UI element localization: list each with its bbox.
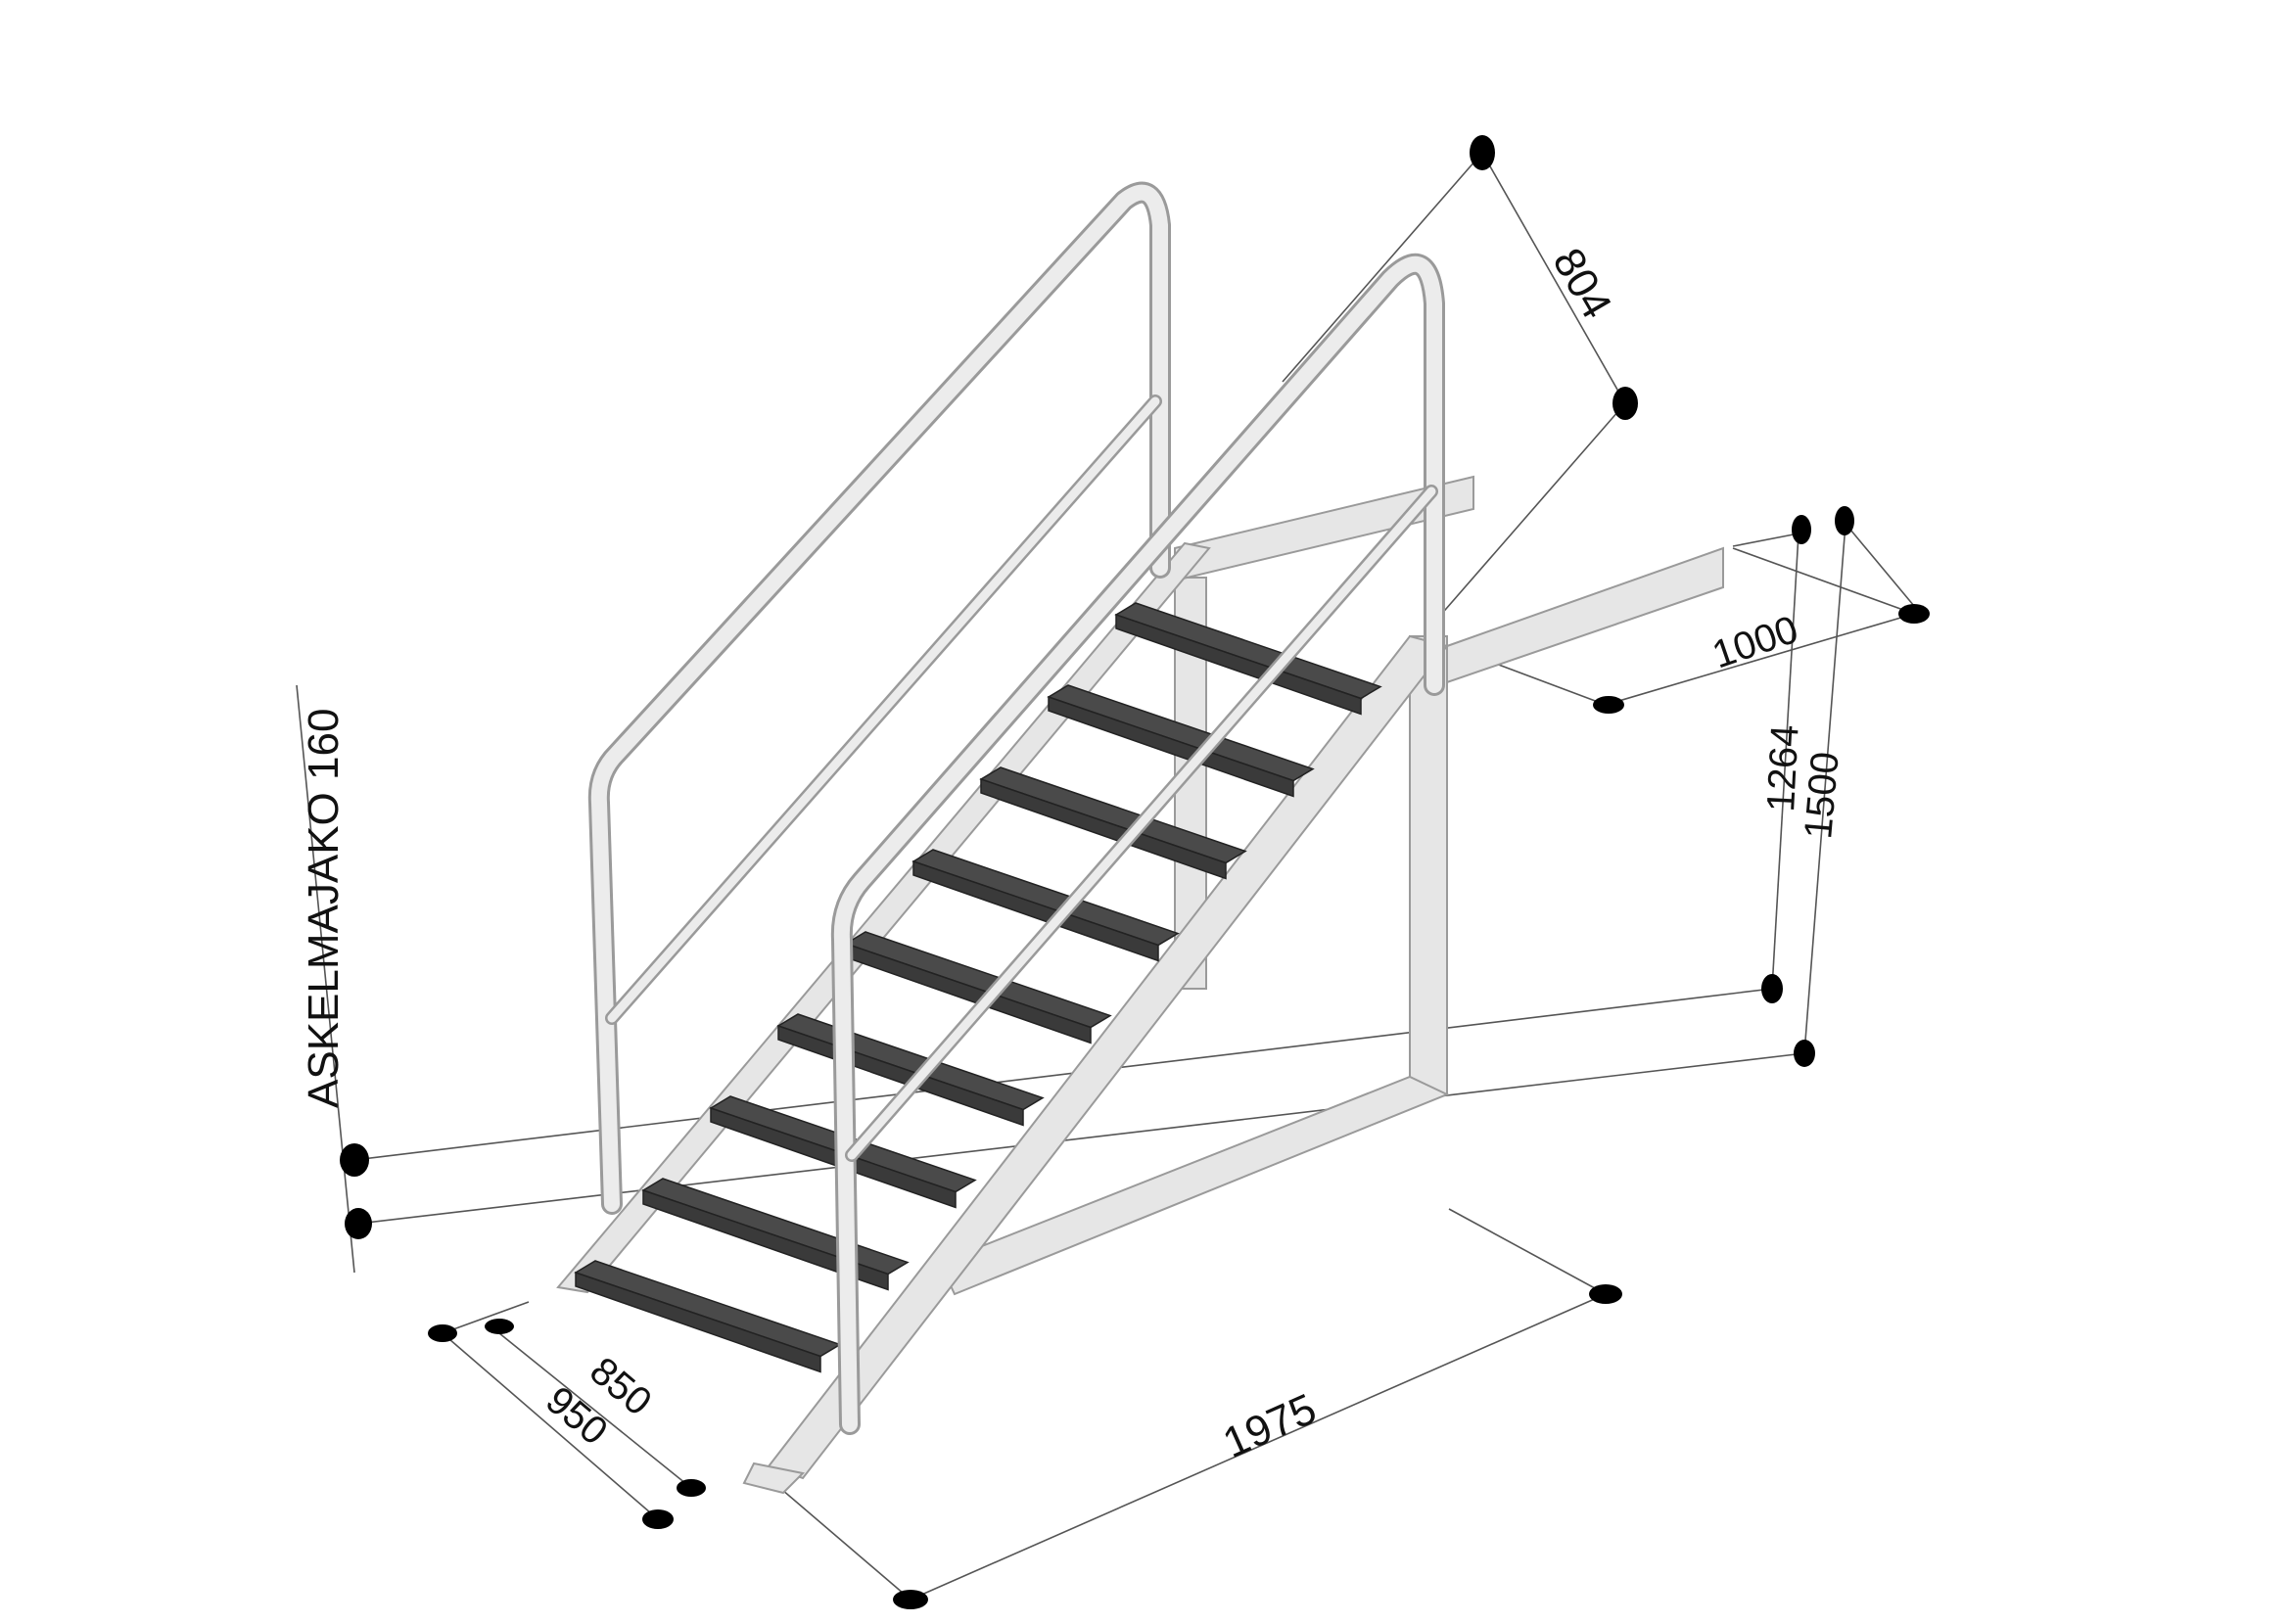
guide-line-a bbox=[353, 988, 1773, 1161]
handrails bbox=[587, 181, 1445, 1435]
dim-850-line bbox=[498, 1332, 692, 1489]
dim-pitch-line bbox=[296, 684, 355, 1274]
dot-1264-bottom bbox=[1761, 974, 1783, 1003]
tread-6-nosing bbox=[912, 859, 1159, 962]
tread-9-top bbox=[1114, 602, 1382, 700]
label-1000: 1000 bbox=[1707, 608, 1803, 677]
treads bbox=[574, 602, 1382, 1373]
dim-1975-line bbox=[910, 1293, 1607, 1601]
dot-1264-top bbox=[1792, 515, 1811, 544]
tread-1-nosing bbox=[575, 1271, 821, 1373]
dim-1500-ext bbox=[1845, 523, 1920, 613]
tread-1-top bbox=[574, 1260, 842, 1358]
front-midrail bbox=[847, 487, 1436, 1160]
guide-line-b bbox=[357, 1052, 1805, 1225]
dot-850-b bbox=[677, 1479, 706, 1497]
front-handrail bbox=[833, 255, 1442, 1432]
label-1500: 1500 bbox=[1797, 750, 1847, 840]
dim-1264-ext bbox=[1732, 533, 1799, 547]
tread-4-nosing bbox=[777, 1024, 1024, 1127]
dim-1500-line bbox=[1803, 523, 1846, 1054]
tread-2-nosing bbox=[642, 1188, 889, 1291]
dimension-labels: 804 1000 1264 1500 1975 850 950 ASKELMAJ… bbox=[300, 241, 1847, 1468]
label-step-pitch: ASKELMAJAKO 160 bbox=[300, 709, 348, 1108]
dimension-dots bbox=[340, 135, 1930, 1609]
dim-804-ext-b bbox=[1438, 402, 1626, 618]
rear-midrail bbox=[607, 396, 1160, 1023]
dot-1000-b bbox=[1593, 696, 1624, 714]
dot-pitch-b bbox=[345, 1208, 372, 1239]
tread-7-nosing bbox=[980, 777, 1227, 880]
dim-1975-ext-b bbox=[768, 1477, 911, 1601]
dot-950-b bbox=[642, 1509, 674, 1529]
label-1264: 1264 bbox=[1759, 723, 1807, 812]
dim-804-line bbox=[1481, 152, 1626, 404]
dim-1264-line bbox=[1771, 533, 1799, 990]
dot-pitch-a bbox=[340, 1143, 369, 1177]
tread-9-nosing bbox=[1115, 613, 1362, 716]
dot-1500-top bbox=[1835, 506, 1854, 535]
dim-1000-line bbox=[1605, 613, 1915, 706]
dot-804-a bbox=[1470, 135, 1495, 170]
label-1975: 1975 bbox=[1216, 1385, 1323, 1468]
dot-1500-bottom bbox=[1794, 1040, 1815, 1067]
dot-1000-a bbox=[1898, 604, 1930, 624]
dimension-lines bbox=[296, 152, 1920, 1601]
dot-1975-b bbox=[893, 1590, 928, 1609]
rear-handrail bbox=[590, 184, 1168, 1212]
base-foot bbox=[742, 1462, 806, 1495]
dim-950-ext bbox=[442, 1301, 530, 1334]
dot-804-b bbox=[1612, 387, 1638, 420]
landing-side-beam bbox=[1446, 546, 1724, 684]
dim-950-line bbox=[442, 1332, 659, 1520]
dot-950-a bbox=[428, 1324, 457, 1342]
dot-850-a bbox=[485, 1319, 514, 1334]
tread-2-top bbox=[641, 1178, 910, 1276]
dot-1975-a bbox=[1589, 1284, 1622, 1304]
rear-leg-right bbox=[1409, 635, 1448, 1095]
dim-1000-ext-a bbox=[1732, 547, 1915, 615]
dim-804-ext-a bbox=[1282, 152, 1483, 383]
dim-1975-ext-a bbox=[1448, 1208, 1607, 1295]
tread-3-nosing bbox=[710, 1106, 957, 1209]
label-804: 804 bbox=[1543, 241, 1620, 327]
